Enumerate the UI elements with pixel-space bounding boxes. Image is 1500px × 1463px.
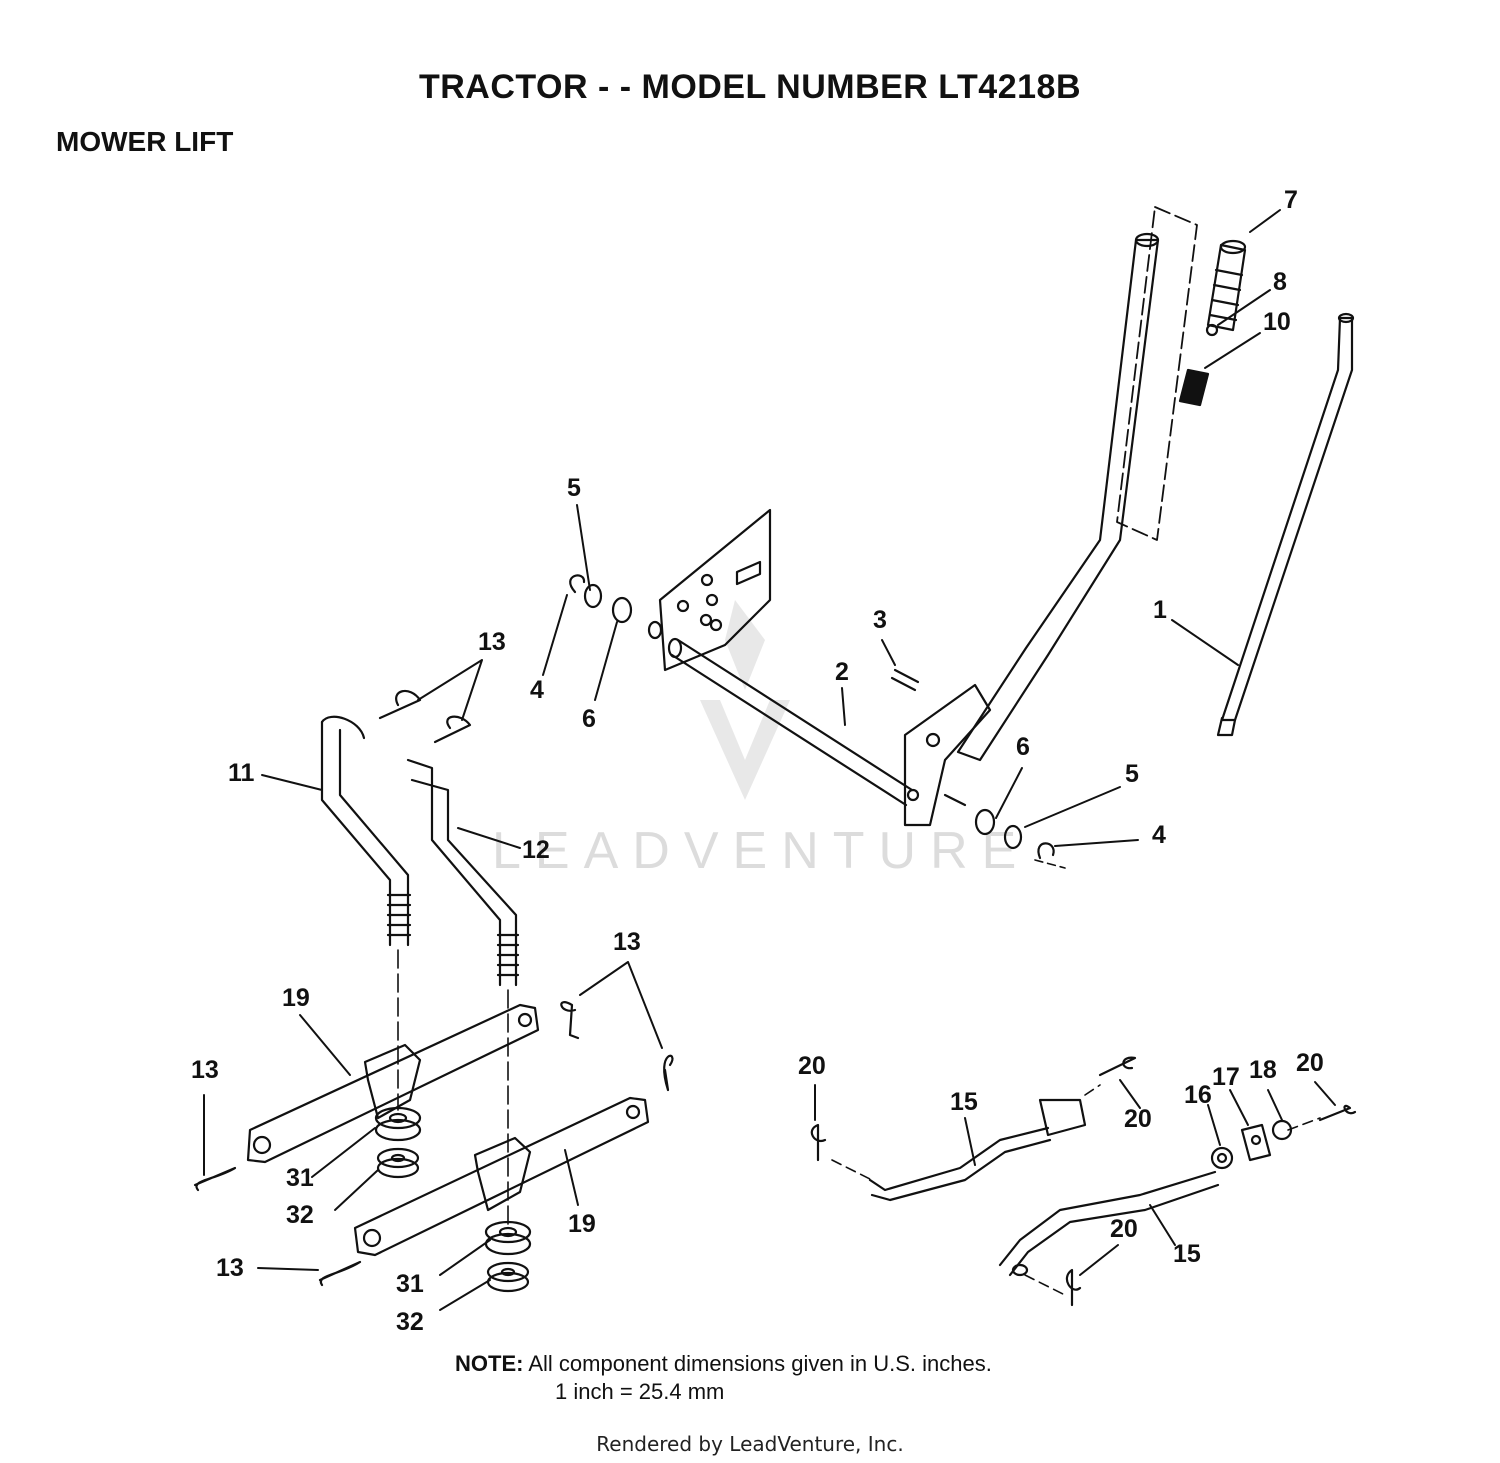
callout-31-lower: 31 xyxy=(396,1270,424,1298)
roll-pin xyxy=(890,668,920,692)
washer-right xyxy=(1003,824,1023,850)
lift-arm-19-lower xyxy=(353,1096,650,1257)
hair-pin-20-d xyxy=(1065,1268,1082,1307)
leader-lines xyxy=(203,209,1336,1311)
footer-credit: Rendered by LeadVenture, Inc. xyxy=(596,1432,904,1456)
callout-6-left: 6 xyxy=(582,705,596,733)
callout-12: 12 xyxy=(522,836,550,864)
callout-7: 7 xyxy=(1284,186,1298,214)
mounting-plate xyxy=(658,508,772,672)
callout-4-left: 4 xyxy=(530,676,544,704)
callout-10: 10 xyxy=(1263,308,1291,336)
callout-13-top: 13 xyxy=(478,628,506,656)
nut-32-b xyxy=(486,1261,530,1293)
hitch-pin-13-top-a xyxy=(378,689,422,720)
callout-32-lower: 32 xyxy=(396,1308,424,1336)
callout-numbers: 7 8 10 1 5 4 6 3 2 6 5 4 13 11 12 13 19 … xyxy=(191,186,1324,1336)
button xyxy=(1205,323,1219,337)
spacer-31-b xyxy=(484,1220,532,1256)
lift-link-12 xyxy=(406,758,520,987)
callout-13-left: 13 xyxy=(191,1056,219,1084)
callout-31-upper: 31 xyxy=(286,1164,314,1192)
callout-13-bottom: 13 xyxy=(216,1254,244,1282)
hitch-pin-13-d xyxy=(663,1054,674,1092)
note-label: NOTE: xyxy=(455,1351,524,1376)
section-title: MOWER LIFT xyxy=(56,126,234,157)
spacer-31-a xyxy=(374,1106,422,1142)
washer-left xyxy=(583,583,603,609)
e-clip-right xyxy=(1037,842,1055,860)
lift-link-11 xyxy=(320,715,412,947)
callout-4-right: 4 xyxy=(1152,821,1166,849)
note-line2: 1 inch = 25.4 mm xyxy=(555,1379,725,1404)
page-title: TRACTOR - - MODEL NUMBER LT4218B xyxy=(418,68,1082,106)
hitch-pin-13-f xyxy=(318,1260,362,1287)
callout-2: 2 xyxy=(835,658,849,686)
callout-1: 1 xyxy=(1153,596,1167,624)
handle-grip xyxy=(1206,239,1247,332)
lift-arm-19-upper xyxy=(246,1003,540,1164)
dimension-note: NOTE: All component dimensions given in … xyxy=(455,1350,992,1406)
callout-5-right: 5 xyxy=(1125,760,1139,788)
lift-handle xyxy=(956,232,1160,762)
nut-32-a xyxy=(376,1147,420,1179)
e-clip-left xyxy=(569,574,586,594)
callout-6-right: 6 xyxy=(1016,733,1030,761)
hitch-pin-13-e xyxy=(193,1166,237,1192)
callout-11: 11 xyxy=(228,759,255,787)
note-line1: All component dimensions given in U.S. i… xyxy=(528,1351,992,1376)
callout-20-mid: 20 xyxy=(1124,1105,1152,1133)
drag-link-15-upper xyxy=(868,1098,1087,1202)
callout-15-upper: 15 xyxy=(950,1088,978,1116)
watermark-logo-icon xyxy=(700,600,790,800)
bushing-left xyxy=(611,596,633,624)
callout-20-left: 20 xyxy=(798,1052,826,1080)
washer-16 xyxy=(1210,1146,1234,1170)
hair-pin-20-a xyxy=(810,1123,827,1162)
watermark: LEADVENTURE xyxy=(492,600,1030,880)
watermark-text: LEADVENTURE xyxy=(492,822,1030,880)
callout-8: 8 xyxy=(1273,268,1287,296)
callout-19-lower: 19 xyxy=(568,1210,596,1238)
handle-grip-outline xyxy=(1116,206,1198,541)
callout-16: 16 xyxy=(1184,1081,1212,1109)
hair-pin-20-b xyxy=(1098,1056,1137,1077)
block-17 xyxy=(1240,1123,1272,1162)
bushing-right xyxy=(974,808,996,836)
drag-link-15-lower xyxy=(998,1170,1220,1277)
hitch-pin-13-top-b xyxy=(433,715,472,744)
hitch-pin-13-c xyxy=(560,1001,580,1040)
hair-pin-20-c xyxy=(1318,1104,1357,1122)
callout-18: 18 xyxy=(1249,1056,1277,1084)
callout-5-left: 5 xyxy=(567,474,581,502)
callout-3: 3 xyxy=(873,606,887,634)
callout-20-lower: 20 xyxy=(1110,1215,1138,1243)
cross-shaft xyxy=(667,637,914,807)
callout-15-lower: 15 xyxy=(1173,1240,1201,1268)
handle-bracket xyxy=(903,683,992,827)
callout-17: 17 xyxy=(1212,1063,1240,1091)
callout-13-mid: 13 xyxy=(613,928,641,956)
lift-rod xyxy=(1216,312,1355,737)
callout-19-upper: 19 xyxy=(282,984,310,1012)
callout-20-right: 20 xyxy=(1296,1049,1324,1077)
spring xyxy=(1178,368,1210,407)
callout-32-upper: 32 xyxy=(286,1201,314,1229)
